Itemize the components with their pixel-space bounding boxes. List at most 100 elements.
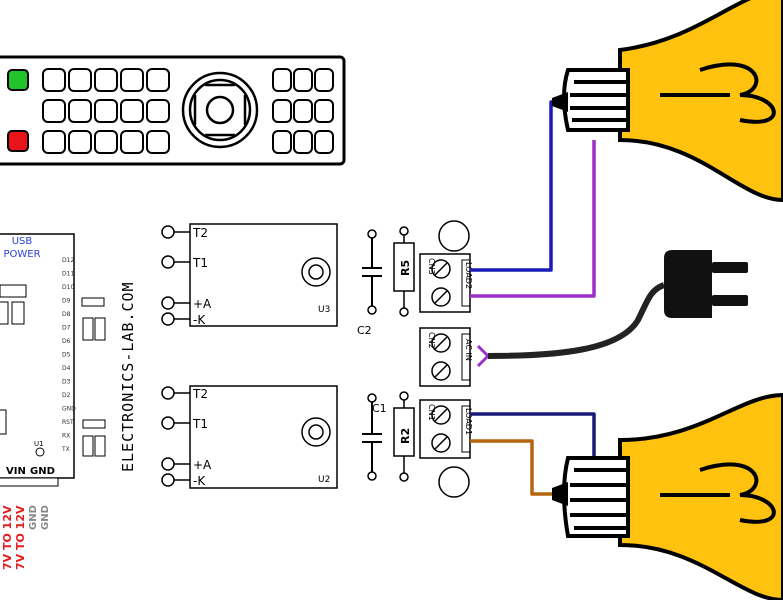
controller-board: USB POWER U1 D12D11D10D9D8D7D6D5D4D3D2GN… <box>0 233 106 570</box>
terminal-edge <box>461 333 471 381</box>
cn2-label: CN2 <box>427 332 436 349</box>
remote-side-key <box>272 99 292 123</box>
red-led <box>7 130 29 152</box>
remote-key <box>120 99 144 123</box>
remote-key <box>94 68 118 92</box>
terminal-edge <box>461 405 471 453</box>
load2-label: LOAD2 <box>464 262 473 289</box>
remote-key <box>146 99 170 123</box>
remote-key <box>120 68 144 92</box>
remote-key <box>42 130 66 154</box>
vin-label: VIN <box>6 466 26 477</box>
board-pin-label: D12 <box>62 257 74 264</box>
r2-label: R2 <box>399 428 412 444</box>
remote-side-key <box>272 130 292 154</box>
r5-label: R5 <box>399 260 412 276</box>
green-led <box>7 69 29 91</box>
c1-label: C1 <box>372 402 387 415</box>
power-label: POWER <box>3 249 40 260</box>
resistor-r5 <box>393 226 415 317</box>
wire-purple <box>470 140 596 298</box>
remote-side-key <box>293 68 313 92</box>
board-pin-label: RX <box>62 433 70 440</box>
remote-side-key <box>293 130 313 154</box>
remote-keypad <box>42 68 170 154</box>
resistor-r2 <box>393 391 415 482</box>
lower-minus-k-label: -K <box>193 474 206 488</box>
board-pin-label: D7 <box>62 325 71 332</box>
remote-key <box>94 130 118 154</box>
upper-t1-label: T1 <box>192 256 208 270</box>
c2-label: C2 <box>357 324 372 337</box>
ac-in-label: AC IN <box>464 339 473 361</box>
lower-t1-label: T1 <box>192 417 208 431</box>
board-pin-label: D3 <box>62 379 71 386</box>
upper-plus-a-label: +A <box>193 297 212 311</box>
usb-label: USB <box>12 236 33 247</box>
board-pin-label: RST <box>62 419 74 426</box>
wire-brown <box>470 439 568 496</box>
cn1-label: CN1 <box>427 404 436 421</box>
ac-plug-icon <box>664 250 748 318</box>
remote-key <box>68 68 92 92</box>
triac-module-upper: T2 T1 +A -K U3 <box>161 223 338 327</box>
mounting-hole-bottom <box>438 466 470 498</box>
wire-ac-fork <box>476 344 490 368</box>
board-pin-label: D6 <box>62 338 71 345</box>
bottom-red-label-2: 7V TO 12V <box>14 505 27 570</box>
board-pin-label: D2 <box>62 392 71 399</box>
mounting-hole-top <box>438 220 470 252</box>
board-pin-label: TX <box>61 446 70 453</box>
remote-dpad <box>181 71 259 149</box>
remote-key <box>68 99 92 123</box>
triac-module-lower: T2 T1 +A -K U2 <box>161 385 338 489</box>
remote-side-key <box>272 68 292 92</box>
remote-key <box>146 68 170 92</box>
light-bulb-top-icon <box>552 0 783 203</box>
terminal-screw-slot <box>434 336 448 350</box>
load1-label: LOAD1 <box>464 408 473 435</box>
board-pin-label: D11 <box>62 271 74 278</box>
board-pin-label: GND <box>62 406 76 413</box>
remote-key <box>146 130 170 154</box>
remote-key <box>120 130 144 154</box>
bottom-gray-label-2: GND <box>40 505 51 530</box>
upper-t2-label: T2 <box>192 226 208 240</box>
screw-terminals <box>419 253 471 459</box>
remote-side-key <box>293 99 313 123</box>
wires <box>470 100 666 496</box>
lower-plus-a-label: +A <box>193 458 212 472</box>
remote-control <box>0 55 346 166</box>
terminal-screw-slot <box>434 364 448 378</box>
terminal-screw-slot <box>434 436 448 450</box>
board-pin-label: D4 <box>62 365 71 372</box>
remote-key <box>68 130 92 154</box>
capacitor-c2 <box>362 229 382 315</box>
u3-label: U3 <box>318 305 330 315</box>
remote-side-keys <box>272 68 334 154</box>
bottom-red-label-1: 7V TO 12V <box>1 505 14 570</box>
remote-side-key <box>314 130 334 154</box>
wire-ac-cable <box>487 282 666 359</box>
remote-side-key <box>314 99 334 123</box>
site-label: ELECTRONICS-LAB.COM <box>119 281 137 472</box>
u2-label: U2 <box>318 475 330 485</box>
u1-label: U1 <box>34 440 44 448</box>
board-pin-label: D9 <box>62 298 71 305</box>
board-pin-label: D8 <box>62 311 71 318</box>
remote-key <box>94 99 118 123</box>
gnd-label: GND <box>30 466 55 477</box>
board-pin-label: D5 <box>62 352 71 359</box>
bottom-gray-label-1: GND <box>28 505 39 530</box>
remote-key <box>42 99 66 123</box>
terminal-screw-slot <box>434 408 448 422</box>
cn3-label: CN3 <box>427 258 436 275</box>
wire-navy <box>470 412 596 456</box>
terminal-screw-slot <box>434 290 448 304</box>
lower-t2-label: T2 <box>192 387 208 401</box>
upper-minus-k-label: -K <box>193 313 206 327</box>
remote-side-key <box>314 68 334 92</box>
terminal-screw-slot <box>434 262 448 276</box>
